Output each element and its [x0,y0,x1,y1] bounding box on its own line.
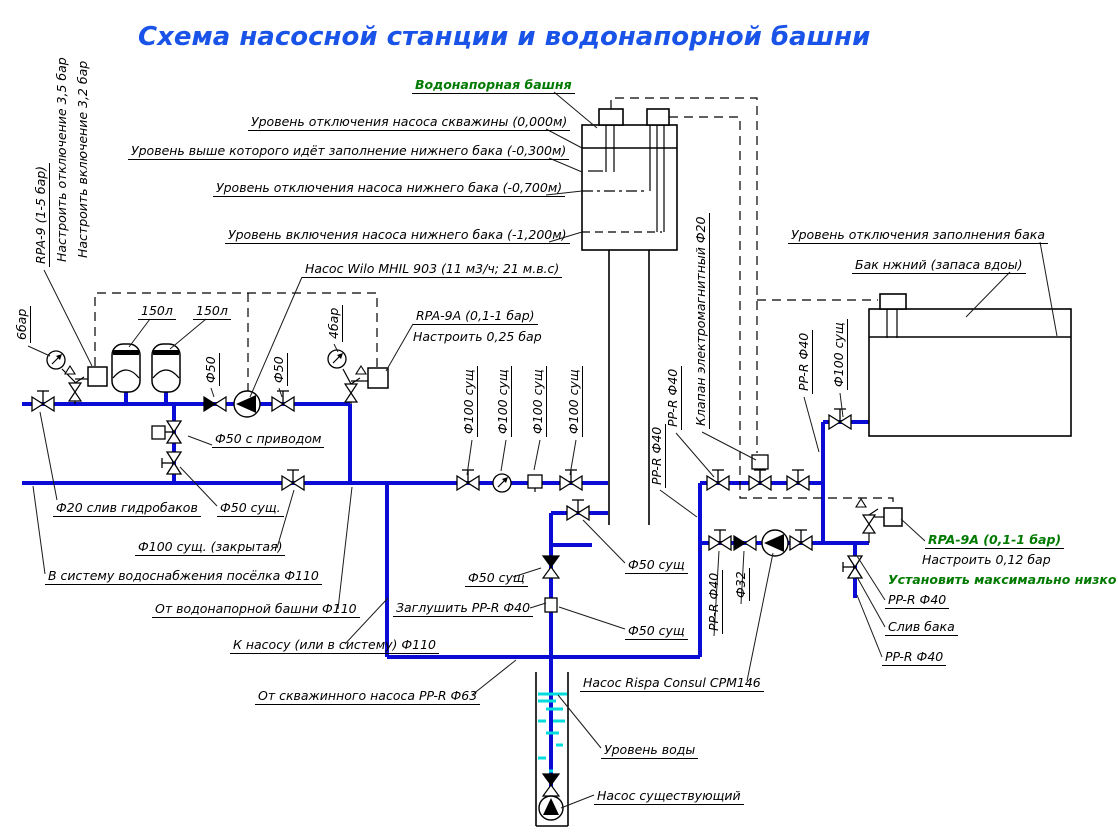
tank-150-label-1: 150л [138,303,176,320]
page-title: Схема насосной станции и водонапорной ба… [138,22,871,52]
valve-f50-branch [566,499,590,521]
rpa9a-right-set-label: Настроить 0,12 бар [922,552,1051,567]
valve-f50-exist [161,451,182,475]
pump-wilo-label: Насос Wilo MHIL 903 (11 м3/ч; 21 м.в.с) [302,261,563,278]
check-valve-f32 [733,535,757,551]
valve-ppr40-2 [786,469,810,491]
plug-ppr-box [544,597,558,613]
ppr40-right-label-1: PP-R Ф40 [885,592,950,609]
vent-triangle-mid [355,365,367,375]
pump-wilo-symbol [233,390,261,418]
pump-rispa-symbol [761,529,789,557]
vent-triangle-right [855,498,867,508]
f50-exist-label-b: Ф50 сущ [625,557,688,574]
rpa9a-right-title-label: RPA-9A (0,1-1 бар) [925,532,1065,549]
level-0-label: Уровень отключения насоса скважины (0,00… [248,114,571,131]
tank-150-label-2: 150л [193,303,231,320]
rpa9a-right-note-label: Установить максимально низко [888,572,1117,587]
tank-level-off-label: Уровень отключения заполнения бака [788,227,1048,244]
f50-actuator-label: Ф50 с приводом [212,431,325,448]
valve-f100-closed [281,469,305,491]
level-300-label: Уровень выше которого идёт заполнение ни… [128,143,570,160]
f50-exist-label-a: Ф50 сущ [465,570,528,587]
water-tower [581,108,678,525]
manometer-main-line [492,473,512,493]
check-valve-well [542,773,560,797]
manometer-6bar [46,350,66,370]
sensor-box-main-line [527,474,543,489]
check-valve-riser [542,555,560,579]
ppr40-right-label-2: PP-R Ф40 [882,649,947,666]
rpa9a-mid-switch-box [367,367,389,389]
rpa9a-mid-set-label: Настроить 0,25 бар [413,329,542,344]
manometer-4bar [327,349,347,369]
control-wiring [94,97,894,507]
solenoid-valve-f20 [748,469,772,491]
water-level-label: Уровень воды [601,742,699,759]
valve-ppr40-4 [789,529,813,551]
check-valve-f50 [203,396,227,412]
f20-drain-label: Ф20 слив гидробаков [53,500,201,517]
pump-existing-symbol [538,795,564,821]
valve-f100-2 [559,469,583,491]
tank-lower-label: Бак нжний (запаса вдоы) [852,257,1026,274]
from-well-pump-label: От скважинного насоса PP-R Ф63 [255,688,481,705]
valve-f50 [271,390,295,412]
pump-existing-label: Насос существующий [594,788,744,805]
rpa9a-mid-title-label: RPA-9A (0,1-1 бар) [413,308,538,325]
plug-ppr-label: Заглушить PP-R Ф40 [393,600,534,617]
solenoid-coil-box [751,454,769,470]
valves-and-instruments [31,349,903,821]
valve-f100-1 [456,469,480,491]
safety-valve-right [862,508,879,534]
well [535,672,569,827]
f50-exist-dot-label: Ф50 сущ. [217,500,284,517]
hydro-tanks [111,343,181,393]
f100-closed-label: Ф100 сущ. (закрытая) [135,539,286,556]
drain-valve-f20 [31,390,55,412]
tower-title-label: Водонапорная башня [412,77,575,94]
level-1200-label: Уровень включения насоса нижнего бака (-… [225,227,570,244]
water-level-marks [538,692,567,773]
pump-rispa-label: Насос Rispa Consul CPM146 [580,675,764,692]
level-700-label: Уровень отключения насоса нижнего бака (… [213,180,566,197]
rpa9a-right-switch-box [883,507,903,527]
to-village-label: В систему водоснабжения посёлка Ф110 [45,568,322,585]
from-tower-label: От водонапорной башни Ф110 [152,601,360,618]
leader-lines [27,91,1058,809]
vent-triangle-left [64,365,76,375]
valve-ppr40-3 [708,529,732,551]
f50-exist-label-c: Ф50 сущ [625,623,688,640]
valve-actuator-box [151,425,166,440]
rpa9-switch-box [87,366,108,387]
tank-drain-label: Слив бака [885,619,958,636]
valve-f100-tank-fill [828,408,852,430]
to-pump-label: К насосу (или в систему) Ф110 [230,637,440,654]
safety-valve-left [68,376,85,402]
storage-tank [868,293,1072,437]
